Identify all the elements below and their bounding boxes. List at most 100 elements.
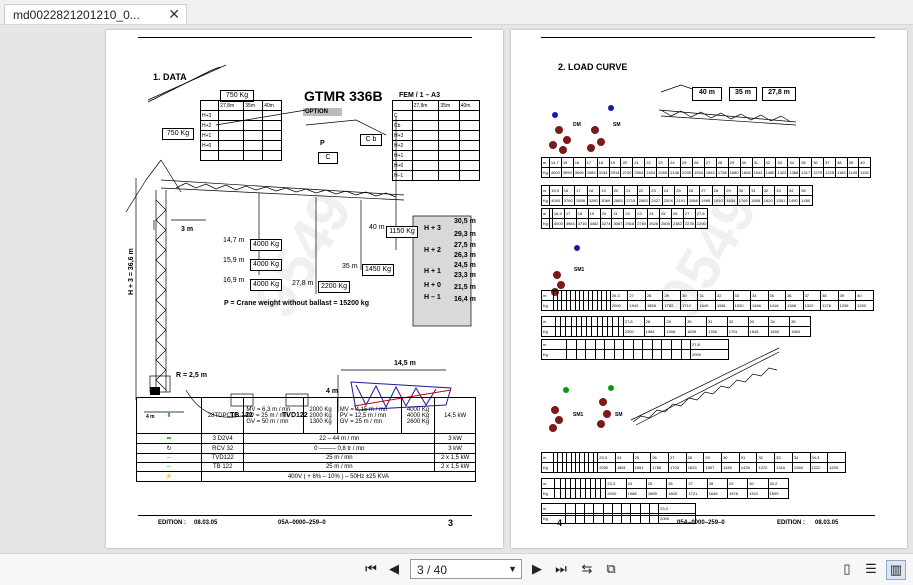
table-cell: 26 bbox=[650, 452, 670, 463]
table-cell bbox=[604, 349, 615, 360]
option-label: OPTION bbox=[303, 108, 343, 116]
table-cell: 1984 bbox=[643, 326, 666, 337]
first-page-button[interactable]: ⏮ bbox=[365, 561, 377, 576]
drive-code-1: 28TDPC10 bbox=[200, 397, 245, 434]
table-cell: 1768 bbox=[705, 326, 728, 337]
table-cell: 30 bbox=[721, 452, 740, 463]
table-cell: 2000 bbox=[597, 462, 616, 473]
table-cell: 26,3 bbox=[609, 290, 629, 301]
document-viewer[interactable]: 9549 1. DATA GTMR 336B OPTION FEM / 1 – … bbox=[0, 25, 913, 553]
table-cell: 1368 bbox=[787, 167, 801, 178]
height-h0: H + 0 bbox=[424, 282, 441, 289]
footer-rule-2 bbox=[541, 515, 875, 516]
table-cell: 22 bbox=[644, 157, 658, 168]
two-page-view-icon[interactable]: ▥ bbox=[886, 560, 906, 580]
table-cell: 1934 bbox=[691, 167, 705, 178]
load-dist-35: 35 m bbox=[342, 263, 358, 270]
table-cell: 3274 bbox=[599, 218, 613, 229]
table-cell: 33 bbox=[774, 452, 793, 463]
table-cell: 27,8 bbox=[622, 316, 645, 327]
load-kg-3: 4000 Kg bbox=[250, 279, 282, 291]
drive-code-4: TVD122 bbox=[200, 453, 245, 463]
table-cell: 2720 bbox=[620, 167, 634, 178]
table-cell: 25 bbox=[674, 185, 688, 196]
single-page-view-icon[interactable]: ▯ bbox=[843, 561, 851, 576]
slewing-icon: ↻ bbox=[136, 443, 202, 454]
close-icon[interactable]: ✕ bbox=[168, 6, 180, 22]
load-kg-40: 1150 Kg bbox=[386, 226, 418, 238]
table-cell: 3506 bbox=[574, 195, 588, 206]
table-cell bbox=[613, 339, 625, 350]
weight-note: P = Crane weight without ballast = 15200… bbox=[224, 300, 369, 307]
table-cell: 2191 bbox=[674, 195, 688, 206]
prev-page-button[interactable]: ◀ bbox=[389, 561, 399, 576]
table-cell: 1450 bbox=[799, 195, 813, 206]
table-cell: 2304 bbox=[661, 195, 676, 206]
model-title: GTMR 336B bbox=[304, 88, 383, 104]
table-cell: 1640 bbox=[697, 300, 716, 311]
table-cell bbox=[661, 339, 672, 350]
table-cell bbox=[623, 349, 634, 360]
table-cell: 34 bbox=[791, 452, 811, 463]
page-number-input[interactable]: 3 / 40 ▼ bbox=[410, 559, 522, 579]
table-cell: 2404 bbox=[644, 167, 658, 178]
load-dist-2: 15,9 m bbox=[223, 257, 245, 264]
go-back-icon[interactable]: ⇆ bbox=[581, 561, 593, 576]
table-cell bbox=[566, 339, 577, 350]
table-cell: 28 bbox=[706, 478, 728, 489]
edition-label-2: EDITION : bbox=[777, 520, 805, 526]
sm1-label-2: SM1 bbox=[573, 412, 584, 418]
table-cell: 23,3 bbox=[658, 503, 696, 514]
table-cell: 36 bbox=[811, 157, 825, 168]
chevron-down-icon[interactable]: ▼ bbox=[508, 564, 517, 574]
table-cell: 2554 bbox=[632, 167, 646, 178]
table-cell: 15,9 bbox=[549, 185, 563, 196]
page-display: 3 / 40 bbox=[417, 563, 448, 577]
document-tab[interactable]: md0022821201210_0... ✕ bbox=[4, 4, 187, 24]
tab-bar: md0022821201210_0... ✕ bbox=[0, 0, 913, 25]
table-cell: 38 bbox=[835, 157, 848, 168]
section-title-2: 2. LOAD CURVE bbox=[558, 62, 628, 72]
drive-speed-a: MV = 6,3 m / mn PV = 25 m / mn GV = 50 m… bbox=[243, 397, 305, 434]
table-cell: 1551 bbox=[774, 195, 788, 206]
table-cell: 26 bbox=[670, 208, 684, 219]
load-kg-35: 1450 Kg bbox=[362, 264, 394, 276]
last-page-button[interactable]: ⏭ bbox=[555, 561, 567, 576]
table-cell: 1908 bbox=[664, 326, 687, 337]
table-cell: 1416 bbox=[767, 300, 787, 311]
header-rule bbox=[138, 37, 472, 38]
next-page-button[interactable]: ▶ bbox=[532, 561, 542, 576]
table-cell: 27 bbox=[703, 157, 717, 168]
drive-kw-4: 2 x 1,5 kW bbox=[434, 453, 476, 463]
table-cell bbox=[617, 326, 624, 337]
table-cell bbox=[592, 462, 599, 473]
table-cell bbox=[642, 349, 653, 360]
table-cell: 1422 bbox=[775, 167, 789, 178]
table-cell bbox=[604, 339, 615, 350]
cb-box: C b bbox=[360, 134, 382, 146]
table-cell: 31 bbox=[751, 157, 765, 168]
table-cell: 30 bbox=[739, 157, 753, 168]
continuous-view-icon[interactable]: ☰ bbox=[865, 561, 877, 576]
table-cell: 3999 bbox=[560, 167, 574, 178]
table-cell: 17 bbox=[584, 157, 598, 168]
drive-table: ⬍ 28TDPC10 MV = 6,3 m / mn PV = 25 m / m… bbox=[136, 397, 476, 482]
table-cell: 4000 bbox=[548, 167, 562, 178]
table-cell: 2000 bbox=[622, 326, 645, 337]
table-cell: 2200 bbox=[694, 218, 708, 229]
go-forward-icon[interactable]: ⧉ bbox=[606, 561, 616, 576]
table-cell: 1581 bbox=[715, 300, 734, 311]
table-cell bbox=[605, 300, 611, 311]
table-cell: 24 bbox=[661, 185, 676, 196]
table-cell bbox=[642, 339, 653, 350]
table-cell: 1608 bbox=[739, 167, 753, 178]
table-cell: 2914 bbox=[608, 167, 622, 178]
